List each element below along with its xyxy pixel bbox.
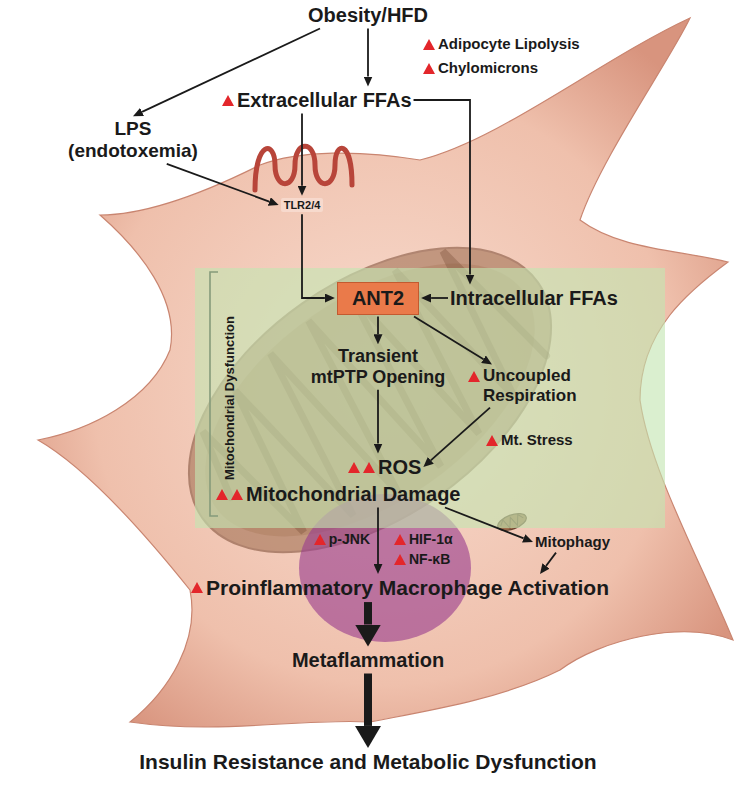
outcome-label: Metaflammation xyxy=(292,649,444,672)
process-label: Extracellular FFAs xyxy=(222,89,412,112)
increase-triangle xyxy=(423,63,435,74)
arrow-connector xyxy=(302,214,325,298)
tlr-receptor xyxy=(255,146,352,190)
process-label: ROS xyxy=(348,456,421,479)
arrow-connector xyxy=(301,114,303,186)
outcome-label: Insulin Resistance and Metabolic Dysfunc… xyxy=(139,750,596,774)
increase-marker xyxy=(394,534,406,545)
annotation-label: NF-κB xyxy=(394,551,450,567)
node-label: ANT2 xyxy=(352,287,404,310)
arrow-connector xyxy=(377,317,379,335)
increase-triangle xyxy=(216,489,228,500)
process-label: Mitophagy xyxy=(535,533,610,550)
increase-triangle xyxy=(486,435,498,446)
node-label: TLR2/4 xyxy=(284,199,321,212)
process-box: ANT2 xyxy=(337,282,419,315)
process-label: Uncoupled Respiration xyxy=(468,366,583,405)
annotation-text: p-JNK xyxy=(329,531,370,547)
annotation-label: Adipocyte Lipolysis xyxy=(423,35,580,52)
increase-triangle xyxy=(394,554,406,565)
node-label: Extracellular FFAs xyxy=(237,89,412,112)
arrow-connector xyxy=(364,674,372,726)
region-panel: Mitochondrial Dysfunction ANT2 Intracellul… xyxy=(195,268,665,528)
arrow-connector xyxy=(367,29,369,77)
node-label: Insulin Resistance and Metabolic Dysfunc… xyxy=(139,750,596,774)
increase-marker xyxy=(191,582,203,593)
input-label: Obesity/HFD xyxy=(308,4,428,27)
increase-marker xyxy=(314,534,326,545)
increase-marker xyxy=(423,63,435,74)
increase-marker xyxy=(394,554,406,565)
increase-triangle xyxy=(423,39,435,50)
annotation-text: HIF-1α xyxy=(409,531,453,547)
node-label: Metaflammation xyxy=(292,649,444,672)
arrow-connector xyxy=(431,297,448,299)
arrow-connector xyxy=(431,408,490,461)
increase-marker xyxy=(423,39,435,50)
arrow-connector xyxy=(414,100,470,275)
arrow-connector xyxy=(142,29,320,112)
increase-triangle xyxy=(394,534,406,545)
outcome-label: Proinflammatory Macrophage Activation xyxy=(191,576,609,600)
arrow-connector xyxy=(364,602,372,624)
arrow-connector xyxy=(445,508,524,539)
increase-marker xyxy=(222,95,234,106)
annotation-label: Mt. Stress xyxy=(486,431,573,448)
increase-triangle xyxy=(468,371,480,382)
arrow-connector xyxy=(167,164,270,202)
annotation-label: HIF-1α xyxy=(394,531,453,547)
arrow-connector xyxy=(377,390,379,444)
node-label: Intracellular FFAs xyxy=(450,287,618,310)
arrow-connector xyxy=(546,553,556,566)
increase-marker xyxy=(231,489,243,500)
macrophage-cell xyxy=(38,18,733,727)
node-label: Transient mtPTP Opening xyxy=(309,346,448,387)
node-label: Uncoupled Respiration xyxy=(483,366,583,405)
receptor-label: TLR2/4 xyxy=(281,198,324,213)
node-label: Proinflammatory Macrophage Activation xyxy=(206,576,609,600)
increase-triangle xyxy=(348,462,360,473)
node-label: Mitochondrial Damage xyxy=(246,483,460,506)
node-label: Mitophagy xyxy=(535,533,610,550)
annotation-text: Chylomicrons xyxy=(438,59,538,76)
increase-marker xyxy=(363,462,375,473)
process-label: Transient mtPTP Opening xyxy=(309,346,448,387)
increase-triangle xyxy=(231,489,243,500)
annotation-text: Mt. Stress xyxy=(501,431,573,448)
arrow-connector xyxy=(414,317,483,360)
process-label: Mitochondrial Damage xyxy=(216,483,460,506)
annotation-text: Adipocyte Lipolysis xyxy=(438,35,580,52)
input-label: LPS (endotoxemia) xyxy=(66,118,201,162)
region-title: Mitochondrial Dysfunction xyxy=(223,316,238,480)
increase-marker xyxy=(468,371,480,382)
annotation-label: Chylomicrons xyxy=(423,59,538,76)
annotation-label: p-JNK xyxy=(314,531,370,547)
increase-triangle xyxy=(191,582,203,593)
node-label: ROS xyxy=(378,456,421,479)
increase-triangle xyxy=(222,95,234,106)
node-label: LPS (endotoxemia) xyxy=(66,118,201,162)
process-label: Intracellular FFAs xyxy=(450,287,618,310)
arrow-connector xyxy=(377,508,379,564)
increase-triangle xyxy=(363,462,375,473)
increase-triangle xyxy=(314,534,326,545)
increase-marker xyxy=(486,435,498,446)
node-label: Obesity/HFD xyxy=(308,4,428,27)
annotation-text: NF-κB xyxy=(409,551,450,567)
increase-marker xyxy=(216,489,228,500)
increase-marker xyxy=(348,462,360,473)
